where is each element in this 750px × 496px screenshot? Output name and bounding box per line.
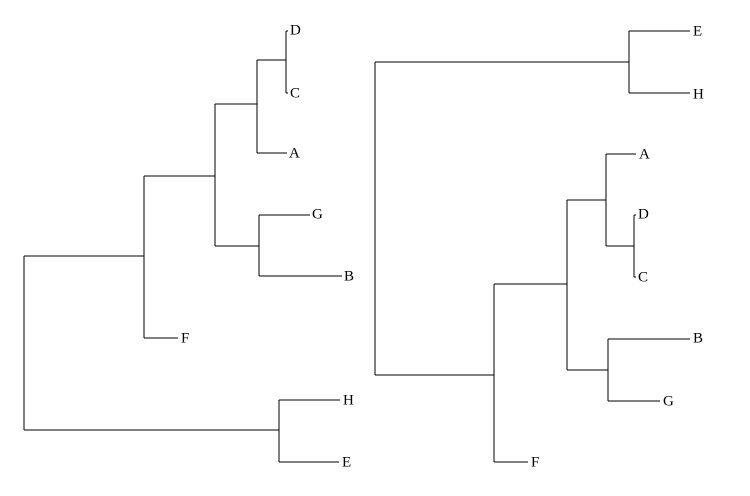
leaf-label: G bbox=[312, 206, 323, 222]
leaf-label: D bbox=[290, 22, 301, 38]
leaf-label: C bbox=[638, 269, 648, 285]
leaf-label: C bbox=[290, 85, 300, 101]
leaf-label: D bbox=[638, 206, 649, 222]
leaf-label: H bbox=[343, 392, 354, 408]
leaf-label: A bbox=[639, 146, 650, 162]
leaf-label: B bbox=[344, 268, 354, 284]
leaf-label: E bbox=[342, 454, 351, 470]
leaf-label: E bbox=[693, 23, 702, 39]
leaf-label: F bbox=[531, 454, 539, 470]
leaf-label: A bbox=[289, 145, 300, 161]
leaf-label: F bbox=[181, 330, 189, 346]
left-tree: D C A G B F H E bbox=[23, 22, 354, 470]
leaf-label: G bbox=[663, 393, 674, 409]
leaf-label: H bbox=[693, 86, 704, 102]
leaf-label: B bbox=[693, 330, 703, 346]
right-tree: E H A D C B G F bbox=[374, 23, 704, 470]
